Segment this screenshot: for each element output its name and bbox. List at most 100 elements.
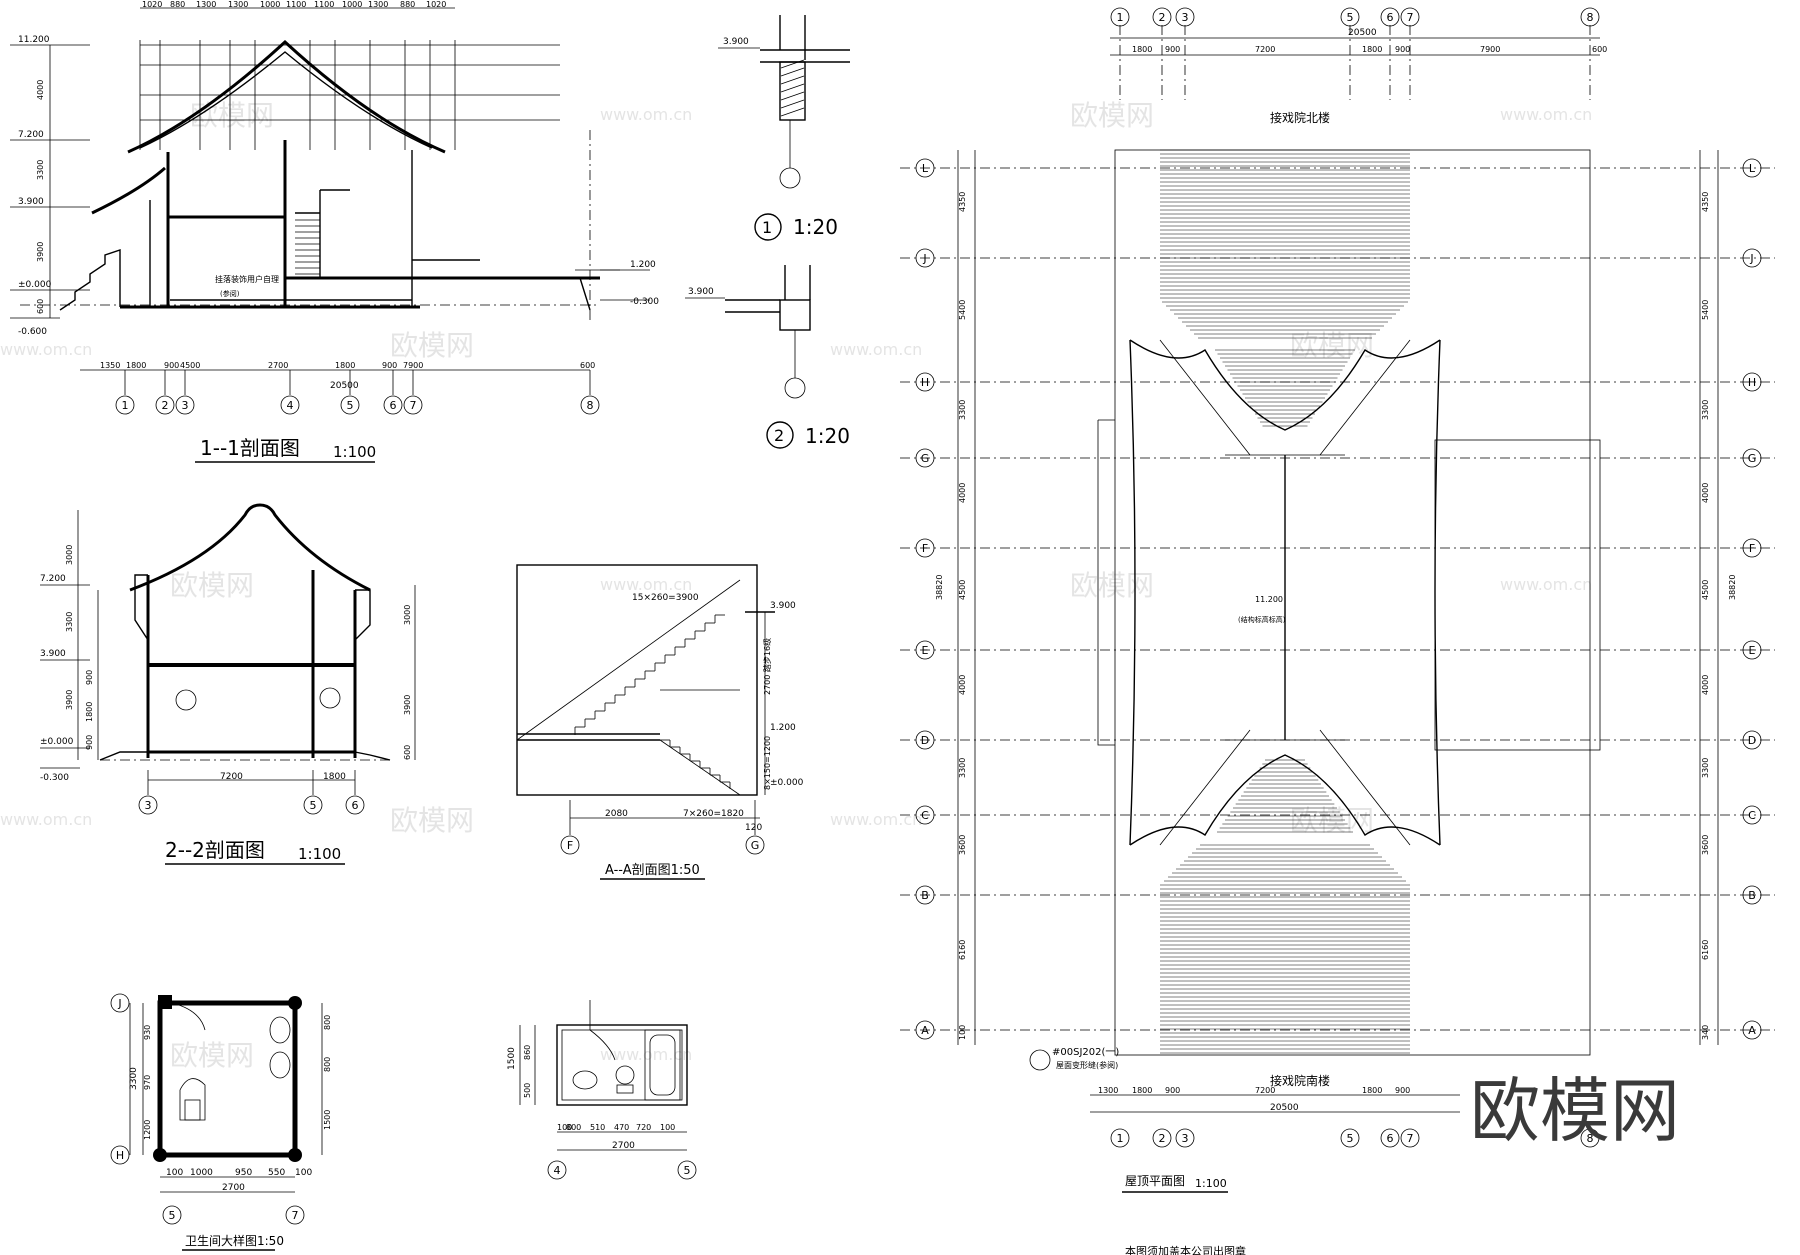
grid-axis-label: 1 [1117, 1132, 1124, 1145]
s11-left-dims: 4000 3300 3900 600 [36, 45, 51, 318]
grid-axis-label: D [1748, 734, 1756, 747]
grid-axis-bubble [345, 795, 365, 815]
dim: 7200 [1255, 1086, 1275, 1095]
dim: 5400 [958, 300, 967, 320]
saa-dim-2080: 2080 [605, 809, 628, 819]
title-section-1-1: 1--1剖面图 [200, 436, 300, 460]
grid-axis-label: L [922, 162, 929, 175]
grid-axis-label: 7 [410, 399, 417, 412]
dim: 1800 [1132, 45, 1152, 54]
grid-axis-bubble [915, 885, 935, 905]
grid-axis-label: J [117, 997, 121, 1010]
dim: 4350 [958, 192, 967, 212]
grid-axis-label: 2 [162, 399, 169, 412]
s11-floor-note: 挂落装饰用户自理 [215, 274, 279, 284]
dim: 470 [614, 1123, 629, 1132]
grid-axis-label: 3 [145, 799, 152, 812]
roof-ridge-elev: 11.200 [1255, 595, 1283, 604]
grid-axis-bubble [1380, 1128, 1400, 1148]
roof-hip-south [1129, 754, 1441, 846]
grid-axis-bubble [1742, 448, 1762, 468]
dim: 4350 [1701, 192, 1710, 212]
dim: 1350 [100, 361, 120, 370]
detail1-marker [754, 213, 782, 241]
dim: 900 [1395, 45, 1410, 54]
grid-axis-bubble [915, 805, 935, 825]
watermark-site: www.om.cn [830, 340, 922, 359]
grid-axis-bubble [915, 640, 935, 660]
grid-axis-label: 2 [1159, 1132, 1166, 1145]
grid-axis-label: 6 [390, 399, 397, 412]
roof-tile-hatch-north [1160, 149, 1410, 427]
grid-axis-bubble [138, 795, 158, 815]
dim: 3300 [1701, 400, 1710, 420]
s22-roof [129, 503, 371, 592]
grid-axis-label: G [1748, 452, 1757, 465]
grid-axis-label: 7 [292, 1209, 299, 1222]
grid-axis-label: 2 [1159, 11, 1166, 24]
grid-axis-label: 5 [684, 1164, 691, 1177]
dim: 510 [590, 1123, 605, 1132]
grid-axis-bubble [915, 372, 935, 392]
dim: 3300 [36, 160, 45, 180]
watermark-site: www.om.cn [830, 810, 922, 829]
grid-axis-bubble [162, 1205, 182, 1225]
dim: 100 [958, 1025, 967, 1040]
watermark-site: www.om.cn [1500, 105, 1592, 124]
dim: 7900 [1480, 45, 1500, 54]
grid-axis-label: F [1749, 542, 1755, 555]
detail2-elev: 3.900 [688, 287, 714, 297]
watermark-brand: 欧模网 [390, 329, 474, 362]
s11-lower-eave [91, 166, 166, 215]
saa-dim-1820: 7×260=1820 [683, 809, 744, 819]
dim: 3600 [958, 835, 967, 855]
bath-dim: 100 [295, 1168, 312, 1178]
elev-7200: 7.200 [18, 130, 44, 140]
detail2-num: 2 [774, 426, 784, 445]
grid-axis-bubble [1580, 7, 1600, 27]
detail1-num: 1 [762, 218, 772, 237]
roof-tile-hatch-south [1160, 759, 1410, 1054]
roof-hip-north [1129, 339, 1441, 431]
dim: 880 [170, 0, 185, 9]
dim: 1020 [426, 0, 446, 9]
grid-axis-label: J [1749, 252, 1753, 265]
watermark-site: www.om.cn [600, 575, 692, 594]
grid-axis-bubble [1580, 1128, 1600, 1148]
s11-roof-inner [139, 51, 433, 149]
bath-dim: 1500 [323, 1110, 332, 1130]
dim: 100 [660, 1123, 675, 1132]
grid-axis-label: L [1749, 162, 1756, 175]
dim: 900 [382, 361, 397, 370]
dim: 3900 [65, 690, 74, 710]
dim: 100 [557, 1123, 572, 1132]
roof-north-label: 接戏院北楼 [1270, 110, 1330, 125]
bath-plan-1: 3300 930 970 1200 800 800 1500 100 1000 … [110, 993, 332, 1251]
s22-right-dims: 3000 3900 600 [403, 585, 416, 760]
grid-axis-bubble [1152, 7, 1172, 27]
watermark-brand: 欧模网 [190, 99, 274, 132]
detail2-marker [766, 421, 794, 449]
dim: 1800 [85, 702, 94, 722]
grid-axis-label: J [922, 252, 926, 265]
dim: 1300 [228, 0, 248, 9]
dim: 600 [36, 299, 45, 314]
saa-stair-rise: 2700 踏步16级 [762, 638, 772, 695]
dim: 1300 [368, 0, 388, 9]
grid-axis-bubble [1742, 248, 1762, 268]
dim: 1300 [1098, 1086, 1118, 1095]
grid-axis-bubble [1742, 372, 1762, 392]
elev-0000: ±0.000 [18, 280, 52, 290]
bath-dim: 1000 [190, 1168, 213, 1178]
grid-axis-bubble [303, 795, 323, 815]
grid-axis-label: 3 [182, 399, 189, 412]
dim: 1800 [1132, 1086, 1152, 1095]
roof-top-total: 20500 [1348, 28, 1377, 38]
dim: 880 [400, 0, 415, 9]
